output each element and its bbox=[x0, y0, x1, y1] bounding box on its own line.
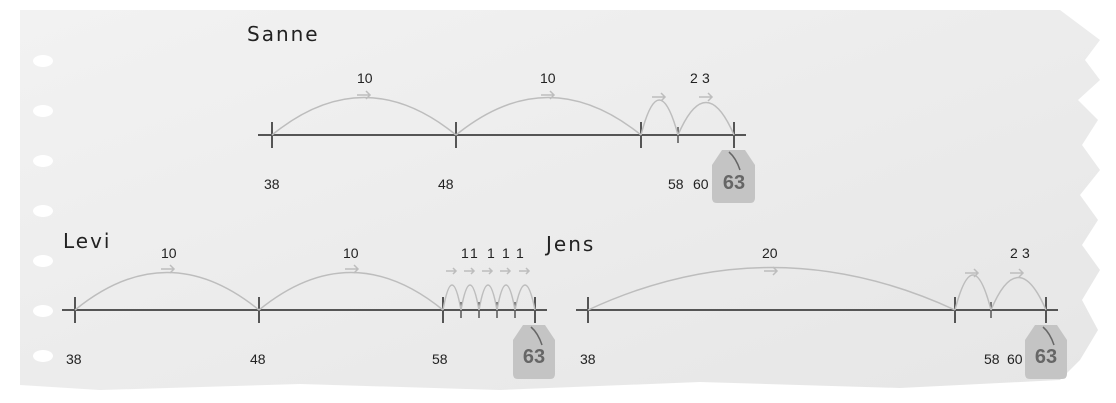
sanne-tick-label: 58 bbox=[668, 176, 684, 192]
levi-target-value: 63 bbox=[522, 346, 546, 368]
arrow-icon bbox=[519, 267, 531, 275]
levi-jump-label: 1 bbox=[516, 245, 524, 261]
levi-number-line bbox=[62, 264, 555, 379]
arrow-icon bbox=[652, 92, 667, 102]
levi-target-tag bbox=[513, 325, 555, 379]
levi-jump-label: 10 bbox=[161, 245, 177, 261]
arrow-icon bbox=[357, 90, 372, 100]
jens-jump-label: 3 bbox=[1022, 245, 1030, 261]
sanne-jump-label: 2 bbox=[690, 70, 698, 86]
jens-number-line bbox=[576, 266, 1067, 379]
binder-hole bbox=[33, 350, 53, 362]
jens-jump-label: 20 bbox=[762, 245, 778, 261]
sanne-name: Sanne bbox=[247, 22, 320, 46]
sanne-target-tag bbox=[712, 150, 755, 203]
binder-hole bbox=[33, 55, 53, 67]
levi-jump-arc bbox=[74, 271, 260, 311]
levi-jump-label: 1 bbox=[502, 245, 510, 261]
levi-jump-arc bbox=[442, 284, 462, 311]
sanne-tick-label: 38 bbox=[264, 176, 280, 192]
jens-tick-label: 38 bbox=[580, 351, 596, 367]
levi-jump-label: 1 bbox=[461, 245, 469, 261]
levi-jump-label: 10 bbox=[343, 245, 359, 261]
arrow-icon bbox=[764, 266, 779, 276]
arrow-icon bbox=[446, 267, 458, 275]
jens-jump-arc bbox=[990, 277, 1047, 311]
sanne-jump-label: 10 bbox=[357, 70, 373, 86]
levi-jump-label: 1 bbox=[487, 245, 495, 261]
levi-jump-arc bbox=[460, 284, 480, 311]
levi-tick-label: 38 bbox=[66, 351, 82, 367]
jens-tick-label: 60 bbox=[1007, 351, 1023, 367]
levi-jump-arc bbox=[478, 284, 498, 311]
arrow-icon bbox=[345, 264, 360, 274]
jens-jump-label: 2 bbox=[1010, 245, 1018, 261]
sanne-tick-label: 48 bbox=[438, 176, 454, 192]
binder-hole bbox=[33, 255, 53, 267]
arrow-icon bbox=[541, 90, 556, 100]
tag-string bbox=[728, 151, 741, 171]
tag-string bbox=[530, 326, 543, 346]
sanne-jump-arc bbox=[677, 102, 735, 136]
sanne-tick-label: 60 bbox=[693, 176, 709, 192]
sanne-jump-arc bbox=[271, 96, 457, 136]
jens-name: Jens bbox=[546, 232, 596, 256]
levi-jump-arc bbox=[258, 271, 444, 311]
levi-jump-label: 1 bbox=[470, 245, 478, 261]
arrow-icon bbox=[464, 267, 476, 275]
levi-tick-label: 58 bbox=[432, 351, 448, 367]
arrow-icon bbox=[161, 264, 176, 274]
levi-name: Levi bbox=[63, 229, 112, 253]
sanne-target-value: 63 bbox=[722, 172, 746, 194]
binder-hole bbox=[33, 105, 53, 117]
jens-jump-arc bbox=[587, 266, 956, 311]
levi-jump-arc bbox=[496, 284, 516, 311]
binder-hole bbox=[33, 205, 53, 217]
levi-jump-arc bbox=[514, 284, 536, 311]
sanne-number-line bbox=[258, 90, 755, 203]
torn-paper-sheet bbox=[20, 10, 1100, 390]
jens-tick-label: 58 bbox=[984, 351, 1000, 367]
tag-string bbox=[1042, 326, 1055, 346]
arrow-icon bbox=[699, 92, 714, 102]
arrow-icon bbox=[965, 268, 980, 278]
sanne-jump-label: 10 bbox=[540, 70, 556, 86]
binder-hole bbox=[33, 305, 53, 317]
binder-hole bbox=[33, 155, 53, 167]
sanne-jump-arc bbox=[640, 99, 679, 136]
jens-target-value: 63 bbox=[1034, 346, 1058, 368]
sanne-jump-arc bbox=[455, 96, 642, 136]
jens-target-tag bbox=[1025, 325, 1067, 379]
sanne-jump-label: 3 bbox=[702, 70, 710, 86]
arrow-icon bbox=[482, 267, 494, 275]
arrow-icon bbox=[1010, 268, 1025, 278]
arrow-icon bbox=[500, 267, 512, 275]
levi-tick-label: 48 bbox=[250, 351, 266, 367]
jens-jump-arc bbox=[954, 274, 992, 311]
